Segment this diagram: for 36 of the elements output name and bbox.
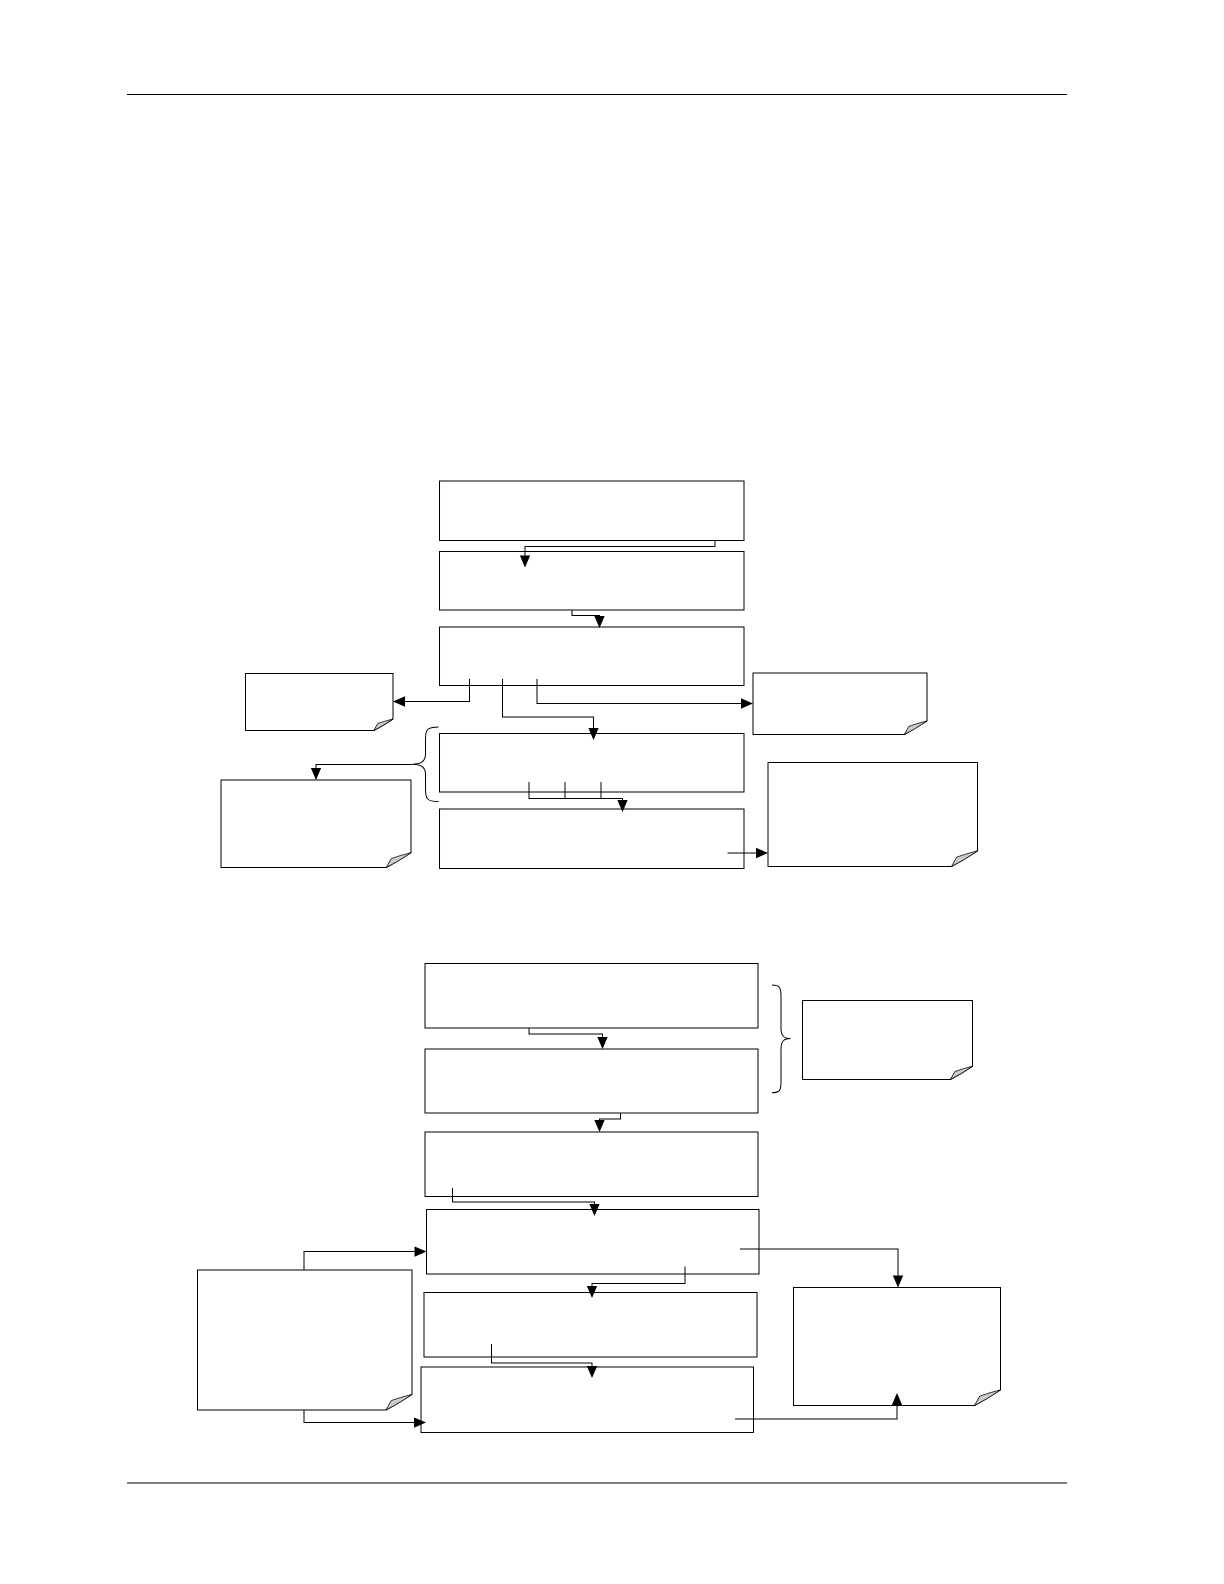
process-box	[426, 1209, 760, 1275]
arrow	[727, 848, 768, 858]
arrow	[536, 678, 753, 709]
arrow	[528, 1027, 608, 1049]
arrow	[571, 609, 605, 628]
arrow	[303, 1246, 426, 1271]
process-box	[439, 551, 745, 611]
process-box	[439, 733, 745, 793]
arrow	[303, 1409, 426, 1428]
note-box	[245, 673, 394, 731]
arrow	[587, 1266, 686, 1298]
arrow	[594, 1112, 621, 1132]
process-box	[439, 480, 745, 541]
arrow	[452, 1187, 600, 1216]
note-box	[793, 1287, 1001, 1406]
arrow	[502, 678, 599, 740]
arrow	[528, 781, 628, 812]
arrow	[739, 1248, 903, 1287]
arrow	[520, 540, 716, 567]
note-box	[752, 672, 928, 735]
process-box	[424, 963, 759, 1029]
process-box	[420, 1366, 754, 1433]
arrow	[734, 1393, 902, 1420]
arrow	[491, 1343, 597, 1378]
process-box	[439, 626, 745, 686]
process-box	[424, 1131, 759, 1197]
arrow	[311, 764, 413, 780]
note-box	[802, 1000, 973, 1080]
curly-brace	[412, 726, 439, 802]
note-box	[767, 762, 978, 867]
process-box	[424, 1048, 759, 1114]
process-box	[439, 808, 745, 869]
arrow	[393, 678, 470, 707]
note-box	[220, 779, 412, 868]
process-box	[423, 1292, 758, 1358]
note-box	[197, 1269, 413, 1411]
